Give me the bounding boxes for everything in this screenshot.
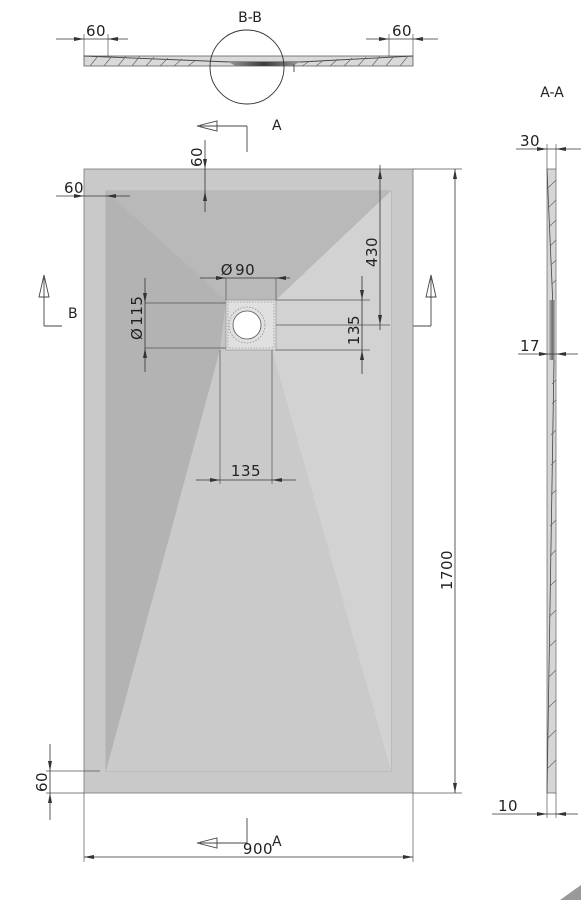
aa-dim-edge: 10 [492,793,578,818]
svg-text:430: 430 [363,237,381,267]
svg-text:30: 30 [520,132,540,150]
bb-drain [228,62,300,66]
drain-hole [232,310,262,340]
aa-dim-depth: 17 [518,337,578,356]
svg-text:60: 60 [86,22,106,40]
section-arrow-b-left: B [38,274,78,327]
svg-text:Ø90: Ø90 [221,261,255,279]
svg-text:135: 135 [231,462,261,480]
aa-drain [549,300,556,360]
dim-drain-square-v: 135 [276,276,370,374]
section-arrow-a-top: A [196,118,282,152]
dim-bottom-margin: 60 [33,744,100,820]
svg-text:60: 60 [64,179,84,197]
section-bb: B-B 60 60 [56,10,438,105]
diameter-symbol: Ø [221,261,233,279]
dim-left-margin: 60 [56,179,130,198]
svg-text:17: 17 [520,337,540,355]
svg-text:135: 135 [345,315,363,345]
facet-bottom [106,350,391,771]
section-arrow-a-bottom: A [196,818,282,850]
tray-plan [83,168,414,794]
corner-decoration [560,885,581,900]
section-aa: A-A 30 17 [492,85,581,818]
bb-dim-right: 60 [366,22,438,56]
dim-top-margin: 60 [188,140,207,212]
aa-dim-thickness: 30 [516,132,581,169]
facet-left [106,191,226,771]
facet-top [106,191,391,300]
svg-text:60: 60 [392,22,412,40]
dim-drain-offset: 430 [276,165,390,330]
svg-text:60: 60 [33,772,51,792]
aa-hatching [547,179,557,769]
dim-width: 900 [83,793,414,862]
svg-text:1700: 1700 [438,550,456,590]
svg-text:60: 60 [188,147,206,167]
svg-text:B: B [68,306,78,322]
dim-drain-square-h: 135 [196,350,296,484]
bb-hatching [89,55,409,67]
drain-grate-dots [227,301,275,349]
bb-title: B-B [238,10,262,26]
dim-drain-outer: Ø115 [128,278,226,372]
svg-text:A: A [272,834,282,850]
bb-dim-left: 60 [56,22,128,56]
dim-length: 1700 [413,168,462,794]
svg-text:Ø115: Ø115 [128,296,146,340]
svg-text:A: A [272,118,282,134]
aa-title: A-A [540,85,564,101]
svg-text:900: 900 [243,840,273,858]
drain-outer-ring [228,306,266,344]
bb-detail-circle [209,29,285,105]
facet-right [272,191,391,771]
svg-text:10: 10 [498,797,518,815]
bb-profile [83,55,414,67]
